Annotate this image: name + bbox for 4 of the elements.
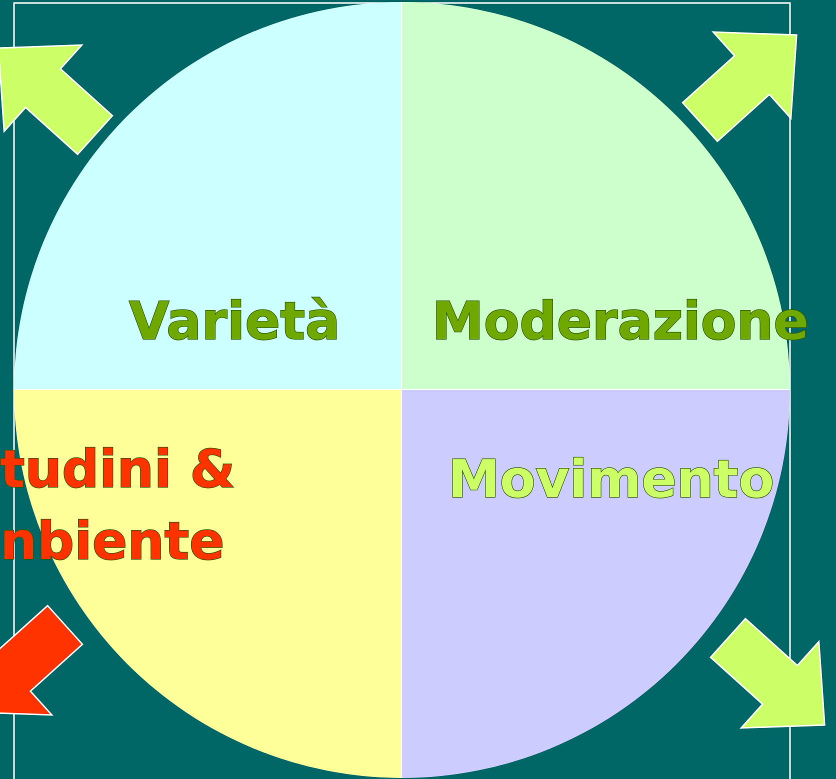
quadrant-label: Varietà — [129, 291, 340, 354]
quadrant-label: Movimento — [448, 449, 774, 512]
quadrant-segment — [14, 2, 402, 390]
quadrant-segment — [402, 390, 790, 778]
